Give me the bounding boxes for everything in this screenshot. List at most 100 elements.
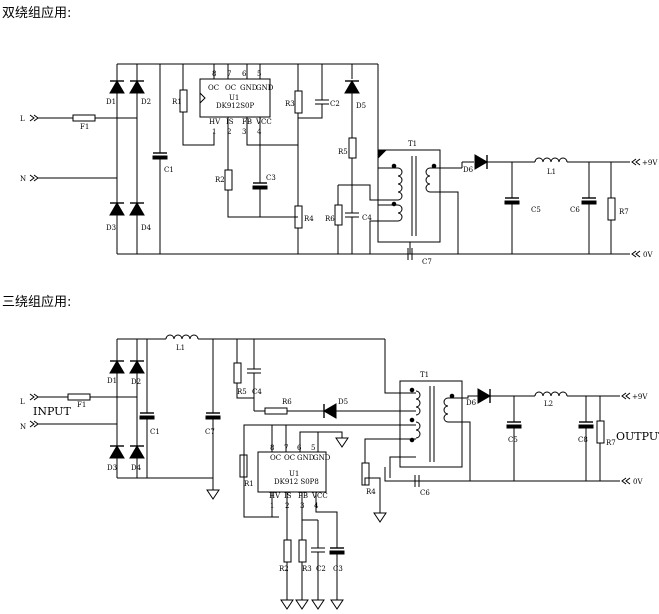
diode2-d3 — [109, 445, 125, 459]
output-label: OUTPUT — [616, 430, 659, 443]
port-out-pos-label: +9V — [642, 159, 658, 167]
ic2-part-number: DK912 S0P8 — [274, 478, 319, 486]
resistor-r5-label: R5 — [338, 148, 348, 156]
port-n-label: N — [20, 175, 26, 183]
resistor2-r3-label: R3 — [302, 565, 312, 573]
ic-pin-num-1: 1 — [212, 128, 216, 136]
capacitor2-c2-label: C2 — [316, 565, 326, 573]
ic2-pin-fb: FB — [298, 492, 308, 500]
ic2-pin-oc-1: OC — [270, 454, 281, 462]
capacitor-c4 — [344, 212, 360, 218]
ground-symbol-7 — [373, 512, 387, 523]
ic2-u1: OC OC GND GND U1 DK912 S0P8 HV IS FB VCC… — [257, 444, 331, 510]
ic-pin-oc-2: OC — [225, 84, 236, 92]
ic2-pin-is: IS — [284, 492, 292, 500]
diode-d2 — [129, 80, 145, 94]
diode2-d5 — [323, 403, 337, 419]
capacitor2-c4 — [246, 368, 262, 374]
circuit-double-winding: L F1 N D1 D2 D3 D4 C1 R1 OC OC GND GND U… — [20, 63, 658, 266]
inductor2-l1 — [165, 334, 199, 340]
ic-pin-vcc: VCC — [255, 118, 272, 126]
input2-l-port — [29, 393, 39, 401]
ic2-designator: U1 — [289, 470, 299, 478]
resistor-r2 — [224, 169, 233, 191]
ground-symbol-1 — [206, 489, 220, 500]
ic2-pin-vcc: VCC — [311, 492, 328, 500]
capacitor-c5 — [504, 197, 520, 205]
resistor-r3 — [294, 90, 303, 114]
ic-pin-gnd-1: GND — [240, 84, 258, 92]
inductor2-l2 — [534, 391, 568, 397]
resistor2-r6 — [264, 407, 288, 415]
ic-pin-hv: HV — [209, 118, 221, 126]
transformer-t1: T1 — [377, 140, 441, 243]
ic-pin-oc-1: OC — [208, 84, 219, 92]
port2-out-neg-label: 0V — [633, 478, 643, 486]
capacitor-c3-label: C3 — [266, 174, 276, 182]
capacitor2-c3 — [329, 547, 345, 555]
diode2-d5-label: D5 — [338, 398, 348, 406]
capacitor-c2-label: C2 — [330, 100, 340, 108]
output2-neg-port — [621, 477, 631, 485]
diode-d1-label: D1 — [106, 98, 116, 106]
ic-pin-num-2: 2 — [227, 128, 231, 136]
resistor2-r5 — [233, 362, 242, 384]
diode-d2-label: D2 — [141, 98, 151, 106]
port2-out-pos-label: +9V — [632, 393, 648, 401]
resistor2-r4-label: R4 — [366, 488, 376, 496]
fuse-f1 — [72, 114, 96, 122]
ic-pin-num-6: 6 — [242, 70, 247, 78]
resistor-r6-label: R6 — [325, 215, 335, 223]
capacitor-c6-label: C6 — [570, 206, 580, 214]
input2-n-port — [29, 420, 39, 428]
diode-d5 — [344, 80, 360, 94]
ic-pin-num-3: 3 — [242, 128, 246, 136]
capacitor2-c4-label: C4 — [252, 388, 262, 396]
capacitor-c5-label: C5 — [531, 206, 541, 214]
diode2-d2-label: D2 — [131, 378, 141, 386]
resistor2-r1-label: R1 — [244, 480, 254, 488]
capacitor2-c8 — [578, 421, 594, 429]
capacitor2-c8-label: C8 — [578, 436, 588, 444]
diode-d1 — [109, 80, 125, 94]
ground-symbol-2 — [335, 437, 349, 448]
capacitor-c6 — [581, 197, 597, 205]
diode-d6-label: D6 — [463, 166, 474, 174]
capacitor2-c1-label: C1 — [150, 428, 160, 436]
transformer2-t1-label: T1 — [420, 371, 429, 379]
resistor2-r1 — [239, 454, 248, 478]
ic2-pin-gnd-1: GND — [297, 454, 315, 462]
diode2-d4 — [129, 445, 145, 459]
transformer-t1-label: T1 — [408, 140, 417, 148]
capacitor2-c2 — [310, 547, 326, 553]
resistor-r6 — [334, 204, 343, 226]
ic-pin-num-5: 5 — [257, 70, 261, 78]
capacitor-c4-label: C4 — [362, 214, 372, 222]
diode-d4-label: D4 — [141, 224, 152, 232]
capacitor2-c1 — [139, 412, 155, 420]
ic-u1: OC OC GND GND U1 DK912S0P HV IS FB VCC 8… — [199, 70, 274, 136]
diode2-d6-label: D6 — [466, 399, 477, 407]
resistor2-r7-label: R7 — [606, 439, 616, 447]
ic-pin-gnd-2: GND — [256, 84, 274, 92]
output-neg-port — [631, 250, 641, 258]
fuse2-f1 — [67, 393, 91, 401]
resistor2-r7 — [596, 420, 605, 444]
output2-pos-port — [621, 392, 631, 400]
resistor-r4-label: R4 — [304, 215, 314, 223]
inductor-l1-label: L1 — [547, 168, 556, 176]
capacitor2-c7-label: C7 — [205, 428, 215, 436]
input-label: INPUT — [33, 405, 71, 418]
resistor2-r5-label: R5 — [237, 388, 247, 396]
diode2-d1-label: D1 — [107, 377, 117, 385]
inductor2-l1-label: L1 — [176, 344, 185, 352]
port-out-neg-label: 0V — [643, 251, 653, 259]
diode2-d1 — [109, 360, 125, 374]
ic2-pin-oc-2: OC — [284, 454, 295, 462]
capacitor2-c5-label: C5 — [508, 436, 518, 444]
diode2-d2 — [129, 360, 145, 374]
ic-pin-num-7: 7 — [227, 70, 231, 78]
ground-symbol-6 — [330, 599, 344, 610]
ground-symbol-5 — [311, 599, 325, 610]
